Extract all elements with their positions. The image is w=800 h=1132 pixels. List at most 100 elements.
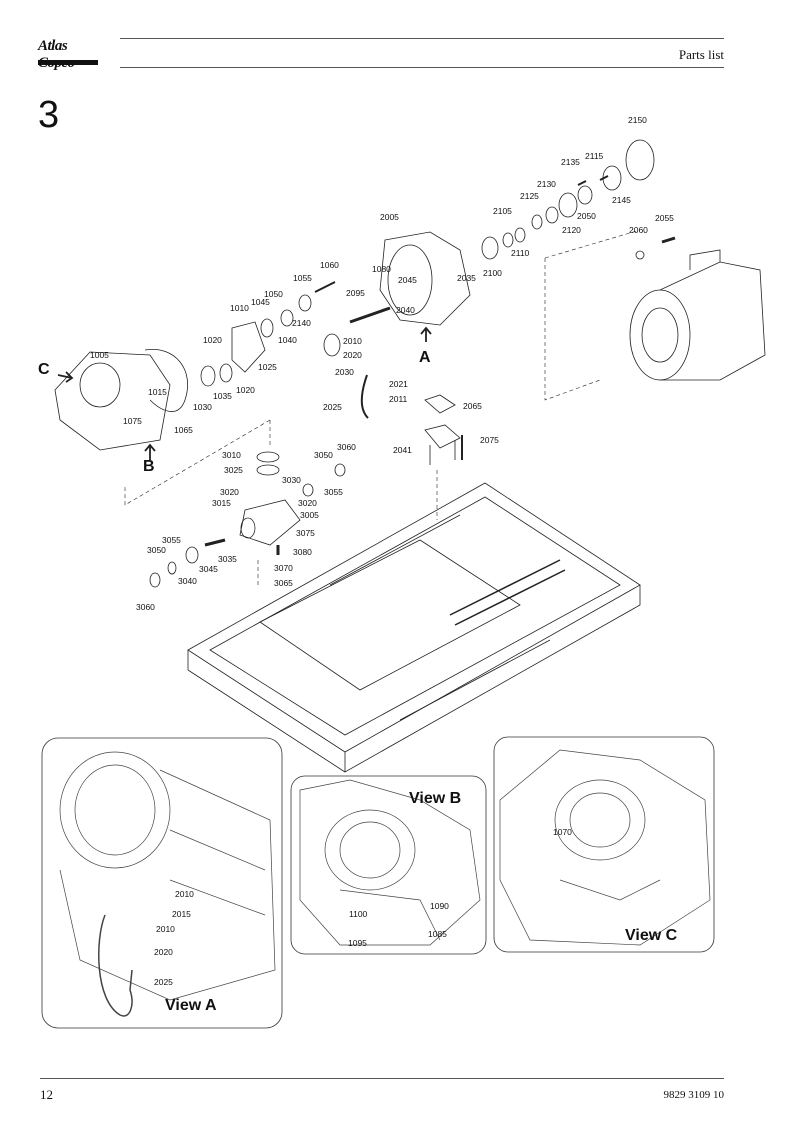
callout-3065: 3065 xyxy=(274,578,293,588)
callout-3055: 3055 xyxy=(162,535,181,545)
callout-3020: 3020 xyxy=(220,487,239,497)
circlip-3060 xyxy=(149,572,161,588)
valve-port xyxy=(240,517,256,539)
part-2050 xyxy=(577,185,593,205)
callout-2060: 2060 xyxy=(629,225,648,235)
callout-2150: 2150 xyxy=(628,115,647,125)
element-oring xyxy=(144,348,188,412)
callout-2025: 2025 xyxy=(323,402,342,412)
callout-1075: 1075 xyxy=(123,416,142,426)
view-b-callout-1085: 1085 xyxy=(428,929,447,939)
header-rule-top xyxy=(120,38,724,39)
compressor-element xyxy=(54,351,171,451)
callout-2040: 2040 xyxy=(396,305,415,315)
motor-terminal-box xyxy=(689,249,721,270)
callout-2055: 2055 xyxy=(655,213,674,223)
part-3025 xyxy=(256,464,280,476)
detail-view-c: 1070 View C xyxy=(493,736,715,953)
callout-3050: 3050 xyxy=(314,450,333,460)
view-c-callout-1070: 1070 xyxy=(553,827,572,837)
callout-2041: 2041 xyxy=(393,445,412,455)
view-a-callout-2015: 2015 xyxy=(172,909,191,919)
callout-1015: 1015 xyxy=(148,387,167,397)
callout-2010: 2010 xyxy=(343,336,362,346)
view-b-frame xyxy=(290,775,487,955)
ring-2130 xyxy=(545,206,559,224)
view-a-frame xyxy=(41,737,283,1029)
section-number: 3 xyxy=(38,94,60,136)
callout-3060: 3060 xyxy=(337,442,356,452)
callout-1060: 1060 xyxy=(320,260,339,270)
base-frame-inner xyxy=(209,496,621,736)
callout-3040: 3040 xyxy=(178,576,197,586)
base-frame-crossmembers xyxy=(259,514,551,721)
callout-2100: 2100 xyxy=(483,268,502,278)
document-number: 9829 3109 10 xyxy=(663,1089,725,1101)
callout-3075: 3075 xyxy=(296,528,315,538)
view-b-title: View B xyxy=(409,790,461,807)
callout-1040: 1040 xyxy=(278,335,297,345)
callout-1010: 1010 xyxy=(230,303,249,313)
callout-3055: 3055 xyxy=(324,487,343,497)
motor-flange-inner xyxy=(641,307,679,363)
mount-2065 xyxy=(424,394,456,414)
spring-3045 xyxy=(185,546,199,564)
callout-2030: 2030 xyxy=(335,367,354,377)
circlip-3060 xyxy=(334,463,346,477)
callout-3035: 3035 xyxy=(218,554,237,564)
callout-3010: 3010 xyxy=(222,450,241,460)
callout-2035: 2035 xyxy=(457,273,476,283)
callout-2095: 2095 xyxy=(346,288,365,298)
hose-2025 xyxy=(360,374,369,419)
part-1045 xyxy=(260,318,274,338)
arrow-a xyxy=(420,326,432,342)
shaft-2095 xyxy=(349,306,391,324)
base-frame-side xyxy=(187,585,641,773)
part-3035 xyxy=(204,538,226,547)
ring-2110 xyxy=(502,232,514,248)
atlas-copco-logo: Atlas Copco xyxy=(38,38,100,71)
callout-3045: 3045 xyxy=(199,564,218,574)
callout-2020: 2020 xyxy=(343,350,362,360)
part-1055 xyxy=(298,294,312,312)
bolt-1060 xyxy=(314,281,336,293)
header-rule-bottom xyxy=(120,67,724,68)
callout-2021: 2021 xyxy=(389,379,408,389)
page-number: 12 xyxy=(40,1087,53,1102)
detail-view-a: 2010 2015 2010 2020 2025 View A xyxy=(41,737,283,1029)
callout-2011: 2011 xyxy=(389,394,408,404)
callout-3060: 3060 xyxy=(136,602,155,612)
callout-3070: 3070 xyxy=(274,563,293,573)
callout-1050: 1050 xyxy=(264,289,283,299)
page-title: Parts list xyxy=(678,47,724,62)
part-1030 xyxy=(200,365,216,387)
callout-2065: 2065 xyxy=(463,401,482,411)
part-1050 xyxy=(280,309,294,327)
mount-2041 xyxy=(424,424,461,465)
callout-1035: 1035 xyxy=(213,391,232,401)
view-a-callout-2010: 2010 xyxy=(175,889,194,899)
callout-2115: 2115 xyxy=(585,151,604,161)
view-b-callout-1090: 1090 xyxy=(430,901,449,911)
part-1035 xyxy=(219,363,233,383)
gearbox-housing xyxy=(379,231,471,326)
callout-3025: 3025 xyxy=(224,465,243,475)
callout-2045: 2045 xyxy=(398,275,417,285)
view-b-callout-1095: 1095 xyxy=(348,938,367,948)
callout-3015: 3015 xyxy=(212,498,231,508)
callout-2005: 2005 xyxy=(380,212,399,222)
callout-2125: 2125 xyxy=(520,191,539,201)
ring-3055 xyxy=(167,561,177,575)
washer-2060 xyxy=(635,250,645,260)
callout-3030: 3030 xyxy=(282,475,301,485)
oring-3010 xyxy=(256,451,280,463)
part-2115 xyxy=(599,175,609,181)
callout-3020: 3020 xyxy=(298,498,317,508)
callout-2145: 2145 xyxy=(612,195,631,205)
view-a-title: View A xyxy=(165,997,217,1014)
callout-1020: 1020 xyxy=(203,335,222,345)
part-2135 xyxy=(577,180,587,186)
callout-1030: 1030 xyxy=(193,402,212,412)
callout-2135: 2135 xyxy=(561,157,580,167)
